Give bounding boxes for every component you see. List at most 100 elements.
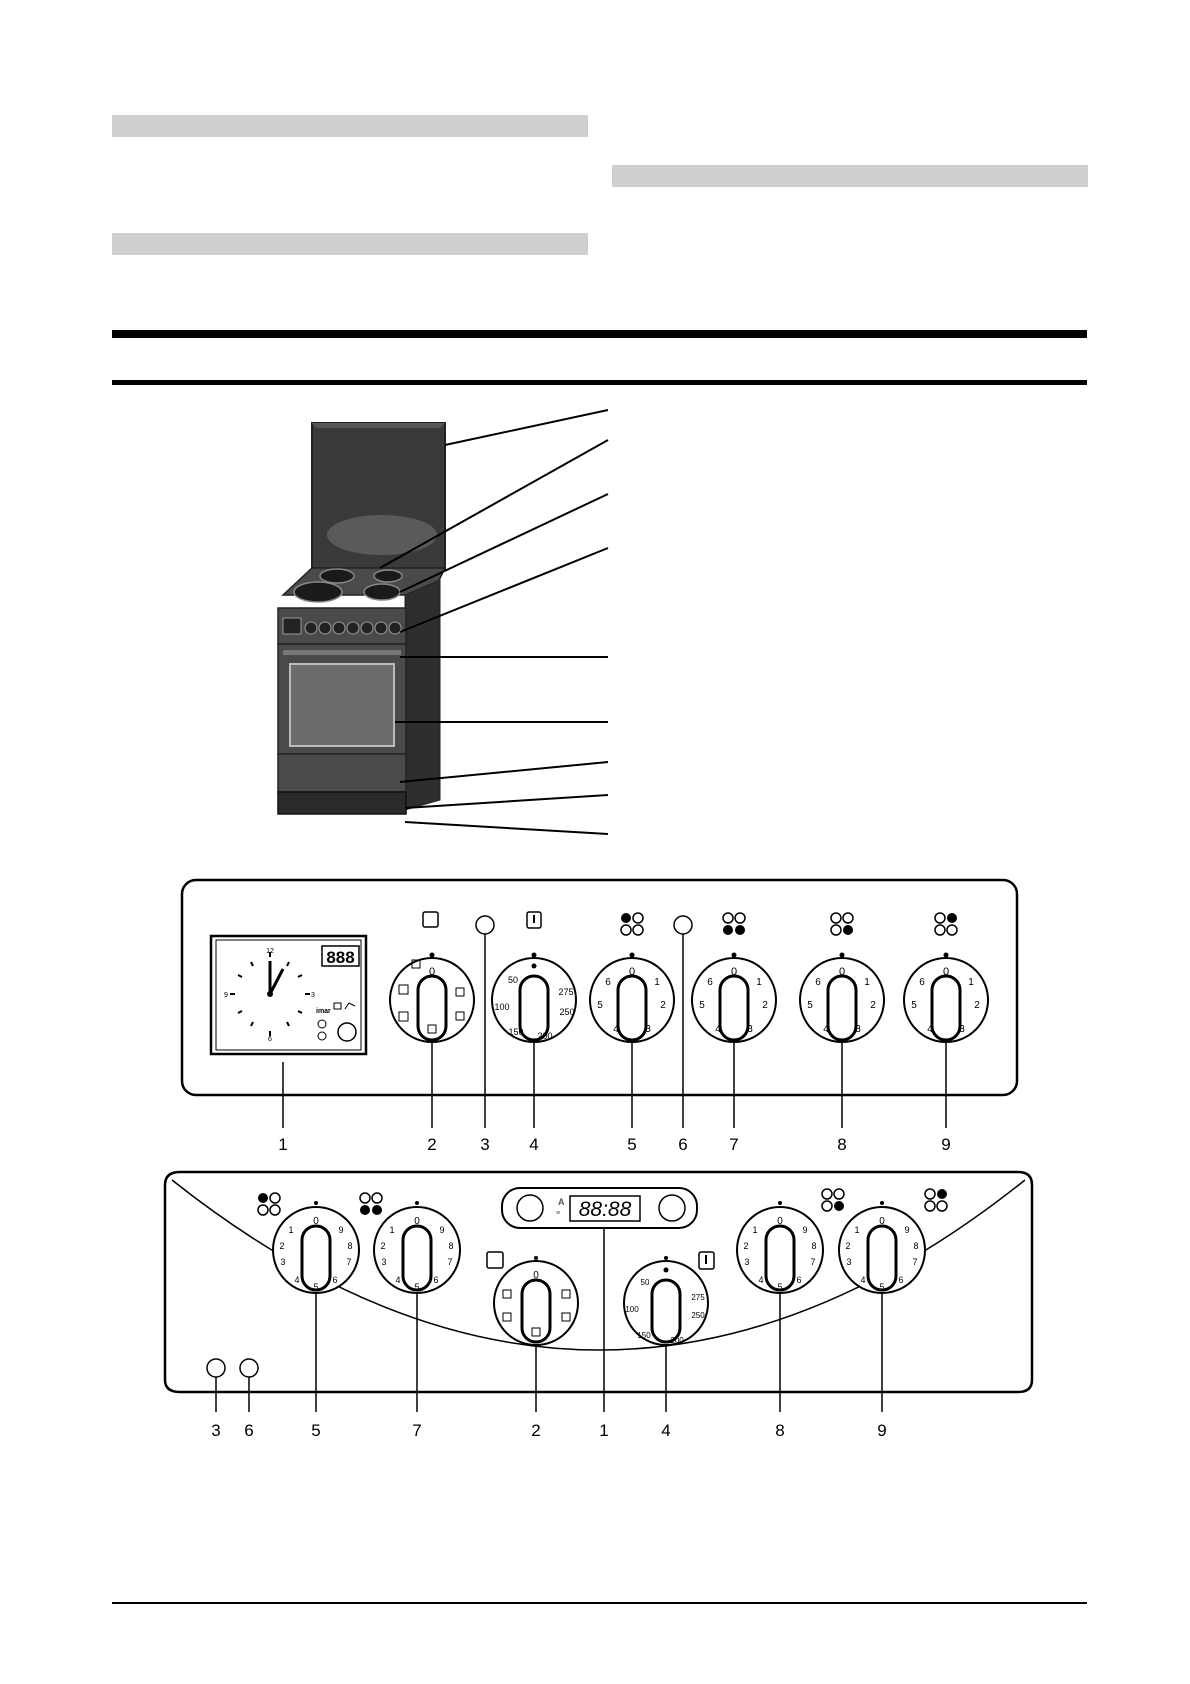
temp-50: 50 [508,975,518,985]
svg-text:4: 4 [294,1275,299,1285]
svg-text:5: 5 [777,1282,782,1292]
svg-text:9: 9 [439,1225,444,1235]
svg-text:7: 7 [810,1257,815,1267]
hob-knob-9: 0 1 2 3 4 5 6 [903,912,989,1043]
callout-5: 5 [627,1135,636,1154]
svg-text:3: 3 [855,1024,861,1035]
callout-7: 7 [729,1135,738,1154]
callout-4: 4 [529,1135,538,1154]
svg-text:4: 4 [758,1275,763,1285]
svg-text:4: 4 [613,1024,619,1035]
svg-text:1: 1 [389,1225,394,1235]
hob-knob-7-b: 0 1 2 3 4 5 6 7 8 9 [359,1192,461,1294]
svg-text:8: 8 [913,1241,918,1251]
svg-text:3: 3 [280,1257,285,1267]
header-bar-3 [112,233,588,255]
svg-text:6: 6 [796,1275,801,1285]
svg-text:9: 9 [904,1225,909,1235]
svg-text:5: 5 [807,1000,813,1011]
svg-text:2: 2 [660,1000,666,1011]
svg-text:5: 5 [313,1282,318,1292]
svg-text:A: A [558,1197,565,1207]
clock-number-9: 9 [224,992,228,999]
svg-text:1: 1 [288,1225,293,1235]
svg-text:0: 0 [879,1216,885,1227]
svg-text:1: 1 [756,977,762,988]
svg-text:9: 9 [802,1225,807,1235]
temp-250: 250 [559,1007,574,1017]
svg-text:150: 150 [637,1331,651,1340]
svg-text:0: 0 [777,1216,783,1227]
svg-text:7: 7 [447,1257,452,1267]
svg-text:1: 1 [968,977,974,988]
oven-function-knob-b: 0 [486,1251,579,1346]
clock-number-3: 3 [311,992,315,999]
temp-275: 275 [558,987,573,997]
callout-2: 2 [427,1135,436,1154]
hob-knob-8-b: 0 1 2 3 4 5 6 7 8 9 [736,1188,845,1294]
svg-text:6: 6 [605,977,611,988]
svg-text:2: 2 [380,1241,385,1251]
svg-text:0: 0 [414,1216,420,1227]
svg-text:1: 1 [864,977,870,988]
svg-text:0: 0 [731,966,737,978]
callout-b-9: 9 [877,1421,886,1440]
callout-9: 9 [941,1135,950,1154]
svg-text:2: 2 [743,1241,748,1251]
svg-text:0: 0 [313,1216,319,1227]
svg-text:3: 3 [959,1024,965,1035]
svg-text:3: 3 [846,1257,851,1267]
hob-knob-5: 0 1 2 3 4 5 6 [589,912,675,1043]
temp-200: 200 [537,1031,552,1041]
oven-dial-zero: 0 [429,966,435,978]
svg-text:250: 250 [691,1311,705,1320]
svg-text:3: 3 [744,1257,749,1267]
svg-text:200: 200 [670,1336,684,1345]
hob-knob-7: 0 1 2 3 4 5 6 [691,912,777,1043]
callout-b-7: 7 [412,1421,421,1440]
svg-text:8: 8 [347,1241,352,1251]
svg-text:1: 1 [654,977,660,988]
svg-text:9: 9 [338,1225,343,1235]
svg-text:1: 1 [752,1225,757,1235]
svg-text:2: 2 [279,1241,284,1251]
svg-text:7: 7 [346,1257,351,1267]
svg-text:5: 5 [414,1282,419,1292]
svg-text:0: 0 [839,966,845,978]
timer-display: 888 [326,948,354,967]
svg-text:6: 6 [898,1275,903,1285]
svg-text:3: 3 [747,1024,753,1035]
callout-3: 3 [480,1135,489,1154]
svg-text:8: 8 [448,1241,453,1251]
svg-text:1: 1 [854,1225,859,1235]
control-panel-1: 12 3 6 9 888 imar 0 50 100 150 [180,878,1019,1154]
header-bar-1 [112,115,588,137]
svg-text:0: 0 [629,966,635,978]
callout-b-4: 4 [661,1421,670,1440]
clock-number-12: 12 [266,948,274,955]
svg-text:0: 0 [533,1270,539,1281]
svg-text:6: 6 [707,977,713,988]
svg-text:6: 6 [433,1275,438,1285]
svg-text:4: 4 [927,1024,933,1035]
section-rule-top [112,330,1087,338]
svg-text:3: 3 [645,1024,651,1035]
svg-text:5: 5 [911,1000,917,1011]
svg-text:6: 6 [919,977,925,988]
hob-knob-5-b: 0 1 2 3 4 5 6 7 8 9 [257,1192,360,1294]
svg-text:≡: ≡ [556,1210,560,1217]
callout-6: 6 [678,1135,687,1154]
timer-display-module: 88:88 A ≡ [501,1187,698,1229]
brand-label: imar [316,1008,331,1015]
svg-text:2: 2 [870,1000,876,1011]
svg-text:3: 3 [381,1257,386,1267]
callout-b-6: 6 [244,1421,253,1440]
svg-text:7: 7 [912,1257,917,1267]
cooker-illustration [277,409,609,835]
svg-text:2: 2 [974,1000,980,1011]
callout-b-8: 8 [775,1421,784,1440]
oven-function-knob: 0 [389,911,475,1043]
svg-text:6: 6 [332,1275,337,1285]
callout-b-2: 2 [531,1421,540,1440]
clock-module: 12 3 6 9 888 imar [209,934,368,1056]
